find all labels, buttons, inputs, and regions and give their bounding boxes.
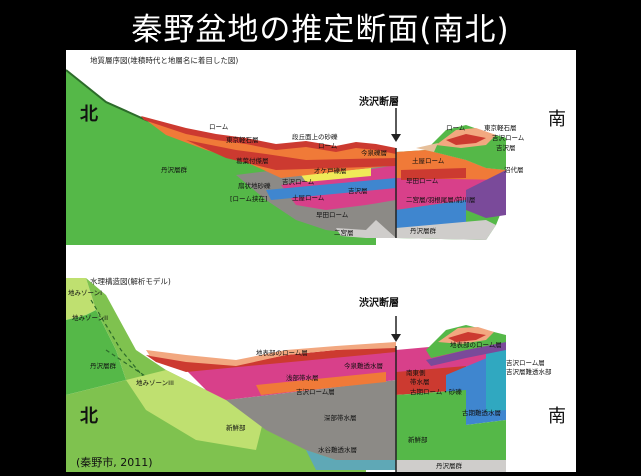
- label-sekiryu: 扇状地砂礫: [238, 181, 271, 190]
- shallow-aquifer: [186, 350, 396, 400]
- label-base-s: 新鮮部: [408, 435, 428, 444]
- label-loam-mid: ローム: [318, 142, 338, 150]
- label-base: 新鮮部: [226, 423, 246, 432]
- label-loam-n: ローム: [209, 123, 229, 131]
- label-kisso-low-s: 古期難透水層: [462, 408, 501, 417]
- lower-aquitard: [306, 450, 396, 470]
- bottom-heading: 水理構造図(解析モデル): [90, 276, 171, 286]
- geologic-stratigraphy-diagram: 地質層序図(堆積時代と地層名に着目した図): [65, 55, 566, 245]
- south-purple-bottom: [426, 342, 506, 366]
- label-tsuchiya-loam-s: 土屋ローム: [412, 156, 445, 165]
- label-onogawa: 才ケ戸礫層: [314, 166, 347, 175]
- cross-section-panel: 地質層序図(堆積時代と地層名に着目した図): [65, 50, 576, 472]
- weathered-zone-3: [126, 370, 266, 450]
- label-zone2: 地みゾーンII: [72, 313, 108, 322]
- label-tokyo-pumice-s: 東京軽石層: [484, 123, 517, 132]
- label-ninomiya: 二宮層: [334, 228, 354, 237]
- label-soda-loam-top: 早田ローム: [406, 177, 439, 185]
- label-shallow: 浅部帯水層: [286, 373, 319, 382]
- lightgray-layer: [336, 220, 396, 238]
- label-old-loam: 古期ローム・砂礫: [410, 387, 462, 396]
- weathered-zone-1: [66, 278, 96, 320]
- south-label-top: 南: [548, 109, 566, 130]
- label-imaizumi-bottom: 今泉難透水層: [344, 361, 383, 370]
- fault-label-bottom: 渋沢断層: [359, 296, 399, 309]
- label-tanzawa-s: 丹沢層群: [410, 226, 437, 235]
- label-numashiro: 沼代層: [504, 165, 524, 174]
- label-kissawa-loam-bottom: 吉沢ローム層: [296, 387, 335, 396]
- south-lightgray-layer: [396, 220, 496, 240]
- blue-layer-north: [266, 178, 396, 200]
- label-tanzawa-s-bottom: 丹沢層群: [436, 461, 463, 470]
- south-label-bottom: 南: [548, 406, 566, 427]
- label-terrace-gravel: 段丘面上の砂礫: [292, 132, 338, 141]
- label-soda-loam-low: 早田ローム: [316, 211, 349, 219]
- label-kissawa-loam-layer: 吉沢ローム層: [506, 358, 545, 367]
- label-tsuchiya-loam: 土屋ローム: [292, 193, 325, 202]
- south-purple-layer: [466, 170, 506, 218]
- red-wedge: [186, 140, 396, 170]
- top-heading: 地質層序図(堆積時代と地層名に着目した図): [90, 55, 238, 65]
- label-tokyo-pumice-n: 東京軽石層: [226, 135, 259, 144]
- label-tanzawa-bottom: 丹沢層群: [90, 361, 117, 370]
- label-kissawa: 吉沢層: [348, 186, 368, 195]
- south-blue-layer: [396, 200, 466, 228]
- label-south-side: 南東側: [406, 368, 426, 377]
- label-loam-s: ローム: [446, 124, 466, 132]
- south-red-layer: [401, 168, 466, 180]
- north-label-bottom: 北: [80, 406, 98, 427]
- page-title: 秦野盆地の推定断面(南北): [131, 12, 510, 48]
- label-kissawa-loam-s: 吉沢ローム: [492, 133, 525, 142]
- yellow-layer: [301, 168, 371, 182]
- surface-loam: [146, 346, 396, 372]
- north-label-top: 北: [80, 104, 98, 125]
- label-lower: 水谷難透水層: [318, 445, 357, 454]
- label-aquifer: 帯水層: [410, 377, 430, 386]
- deep-aquifer: [226, 380, 396, 460]
- label-zone1: 地みゾーンI: [68, 288, 102, 297]
- label-kissawa-low: 吉沢層難透水部: [506, 367, 552, 376]
- hydrogeologic-structure-diagram: 水理構造図(解析モデル): [66, 276, 566, 472]
- label-kissawa-s: 吉沢層: [496, 143, 516, 152]
- label-deep: 深部帯水層: [324, 413, 357, 422]
- label-ninomiya-group: 二宮層/羽根尾層/前川層: [406, 195, 475, 204]
- citation: (秦野市, 2011): [76, 455, 153, 469]
- kissawa-loam-bottom: [256, 372, 386, 395]
- label-surface-loam: 地表部のローム層: [256, 348, 308, 357]
- weathered-zone-2: [66, 310, 126, 395]
- label-kuzuha: 葛葉付傑層: [236, 156, 269, 165]
- south-lightgray: [396, 460, 506, 472]
- label-kissawa-loam: 吉沢ローム: [282, 177, 315, 186]
- label-tanzawa: 丹沢層群: [161, 165, 188, 174]
- south-base-green: [396, 390, 506, 460]
- label-surface-loam-s: 地表部のローム層: [450, 340, 502, 349]
- label-loam-pick: [ローム挟在]: [230, 194, 267, 203]
- label-zone3: 地みゾーンIII: [136, 378, 174, 387]
- south-teal-aquifer: [486, 340, 506, 412]
- label-imaizumi: 今泉礫層: [361, 148, 387, 157]
- fault-label-top: 渋沢断層: [359, 95, 399, 108]
- red-surface-band: [141, 116, 396, 154]
